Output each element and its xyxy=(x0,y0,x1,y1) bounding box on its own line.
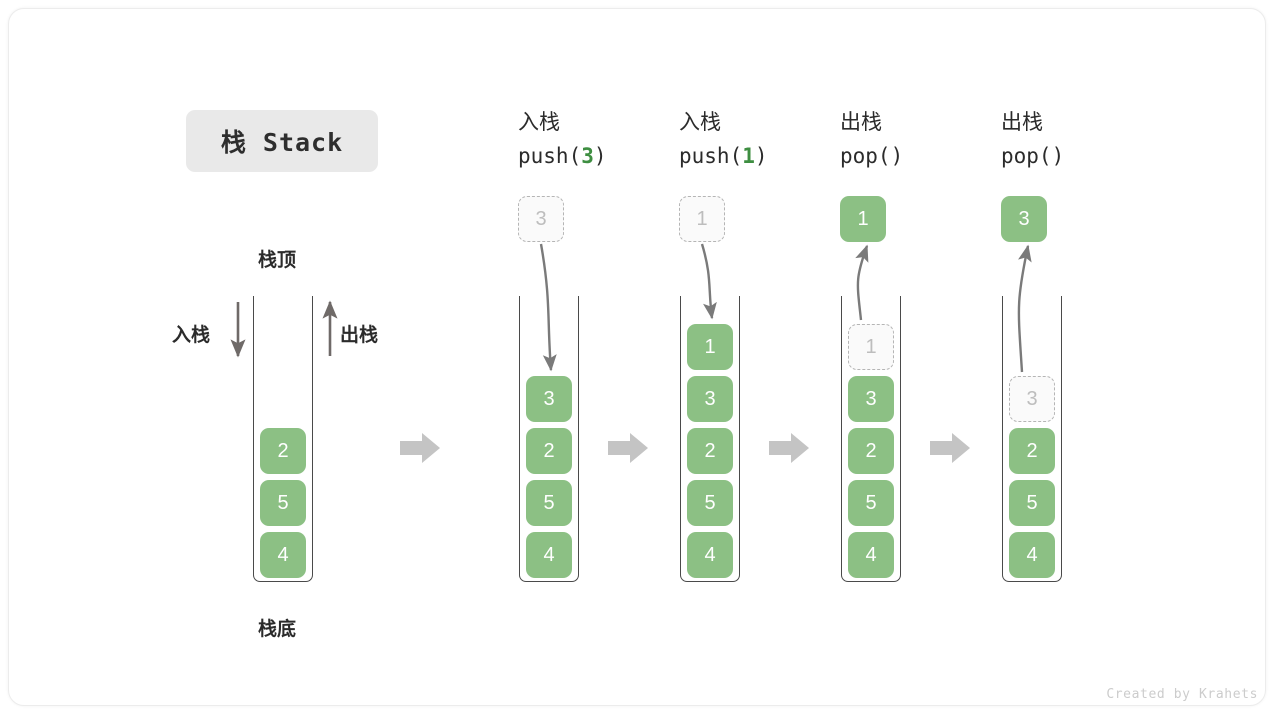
step-caption-pop-1: 出栈 pop() xyxy=(840,107,903,172)
stack-element: 2 xyxy=(848,428,894,474)
floating-element-pop-3: 3 xyxy=(1001,196,1047,242)
floating-element-push-1: 1 xyxy=(679,196,725,242)
step-code-label: pop() xyxy=(840,143,904,168)
floating-element-pop-1: 1 xyxy=(840,196,886,242)
step-code-value: 1 xyxy=(742,143,755,168)
stack-element: 2 xyxy=(687,428,733,474)
stack-element: 5 xyxy=(526,480,572,526)
stack-element: 4 xyxy=(687,532,733,578)
stack-pop-label: 出栈 xyxy=(340,325,379,346)
stack-push-label: 入栈 xyxy=(172,325,211,346)
initial-stack-container xyxy=(253,296,313,582)
figure-footer-credit: Created by Krahets xyxy=(1106,687,1258,702)
step-code-value: 3 xyxy=(581,143,594,168)
stack-container-pop-1 xyxy=(841,296,901,582)
figure-title-badge: 栈 Stack xyxy=(186,110,378,172)
stack-element: 3 xyxy=(687,376,733,422)
stack-element: 2 xyxy=(1009,428,1055,474)
step-transition-arrow-4 xyxy=(930,431,970,465)
stack-element: 3 xyxy=(526,376,572,422)
stack-element: 5 xyxy=(687,480,733,526)
step-caption-pop-3: 出栈 pop() xyxy=(1001,107,1064,172)
step-code-label: push(1) xyxy=(679,143,768,168)
step-transition-arrow-2 xyxy=(608,431,648,465)
step-op-label: 入栈 xyxy=(518,111,560,134)
step-op-label: 出栈 xyxy=(840,111,882,134)
stack-element: 2 xyxy=(526,428,572,474)
step-code-label: pop() xyxy=(1001,143,1065,168)
stack-element: 5 xyxy=(1009,480,1055,526)
stack-element: 1 xyxy=(848,324,894,370)
stack-container-push-1 xyxy=(680,296,740,582)
stack-element: 4 xyxy=(526,532,572,578)
step-transition-arrow-3 xyxy=(769,431,809,465)
stack-top-label: 栈顶 xyxy=(258,250,297,271)
stack-element: 5 xyxy=(260,480,306,526)
stack-container-push-3 xyxy=(519,296,579,582)
step-code-label: push(3) xyxy=(518,143,607,168)
step-caption-push-3: 入栈 push(3) xyxy=(518,107,607,172)
stack-element: 4 xyxy=(1009,532,1055,578)
stack-element: 1 xyxy=(687,324,733,370)
step-op-label: 出栈 xyxy=(1001,111,1043,134)
stack-element: 2 xyxy=(260,428,306,474)
floating-element-push-3: 3 xyxy=(518,196,564,242)
step-op-label: 入栈 xyxy=(679,111,721,134)
stack-element: 5 xyxy=(848,480,894,526)
stack-element: 4 xyxy=(848,532,894,578)
step-caption-push-1: 入栈 push(1) xyxy=(679,107,768,172)
stack-element: 4 xyxy=(260,532,306,578)
stack-element: 3 xyxy=(1009,376,1055,422)
stack-bottom-label: 栈底 xyxy=(258,619,297,640)
step-transition-arrow-1 xyxy=(400,431,440,465)
stack-container-pop-3 xyxy=(1002,296,1062,582)
stack-element: 3 xyxy=(848,376,894,422)
